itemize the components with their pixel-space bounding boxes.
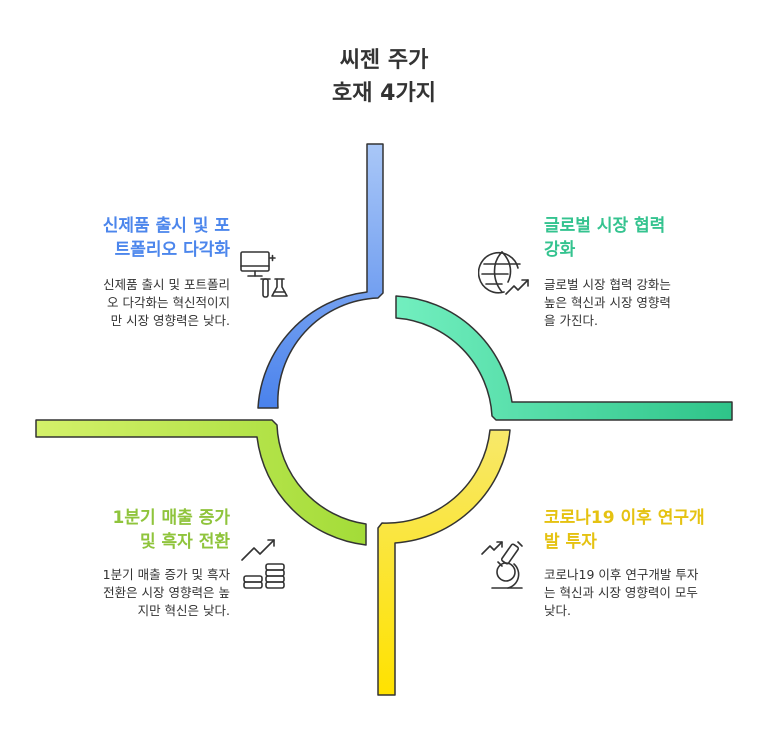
desc-global-partnership-line-3: 을 가진다. xyxy=(544,313,598,328)
coins-growth-icon xyxy=(241,539,285,589)
heading-new-products-line-2: 트폴리오 다각화 xyxy=(114,240,230,260)
desc-q1-revenue-line-3: 지만 혁신은 낮다. xyxy=(137,603,230,618)
desc-rnd-investment-line-3: 낮다. xyxy=(544,603,571,618)
desc-new-products-line-1: 신제품 출시 및 포트폴리 xyxy=(103,277,230,292)
heading-global-partnership-line-1: 글로벌 시장 협력 xyxy=(544,216,666,236)
heading-new-products: 신제품 출시 및 포 트폴리오 다각화 xyxy=(40,214,230,262)
title-line-2: 호재 4가지 xyxy=(332,81,436,106)
desc-global-partnership: 글로벌 시장 협력 강화는 높은 혁신과 시장 영향력 을 가진다. xyxy=(544,276,744,330)
heading-rnd-investment-line-2: 발 투자 xyxy=(544,532,597,552)
desc-q1-revenue-line-2: 전환은 시장 영향력은 높 xyxy=(103,585,230,600)
segment-yellow xyxy=(377,429,511,696)
heading-new-products-line-1: 신제품 출시 및 포 xyxy=(102,216,230,236)
desc-rnd-investment-line-1: 코로나19 이후 연구개발 투자 xyxy=(544,567,699,582)
heading-rnd-investment-line-1: 코로나19 이후 연구개 xyxy=(544,508,705,528)
heading-rnd-investment: 코로나19 이후 연구개 발 투자 xyxy=(544,506,754,554)
segment-lime xyxy=(35,419,367,546)
heading-q1-revenue: 1분기 매출 증가 및 흑자 전환 xyxy=(30,506,230,554)
desc-q1-revenue: 1분기 매출 증가 및 흑자 전환은 시장 영향력은 높 지만 혁신은 낮다. xyxy=(30,566,230,620)
desc-new-products: 신제품 출시 및 포트폴리 오 다각화는 혁신적이지 만 시장 영향력은 낮다. xyxy=(40,276,230,330)
desc-global-partnership-line-1: 글로벌 시장 협력 강화는 xyxy=(544,277,671,292)
title-line-1: 씨젠 주가 xyxy=(339,48,429,73)
diagram-title: 씨젠 주가 호재 4가지 xyxy=(0,44,768,110)
segment-green xyxy=(395,295,733,421)
microscope-growth-icon xyxy=(481,541,523,589)
heading-q1-revenue-line-2: 및 흑자 전환 xyxy=(139,532,230,552)
desc-rnd-investment-line-2: 는 혁신과 시장 영향력이 모두 xyxy=(544,585,698,600)
desc-new-products-line-3: 만 시장 영향력은 낮다. xyxy=(110,313,230,328)
segment-blue xyxy=(257,143,384,409)
heading-global-partnership-line-2: 강화 xyxy=(544,240,576,260)
computer-lab-icon xyxy=(240,251,288,298)
desc-new-products-line-2: 오 다각화는 혁신적이지 xyxy=(107,295,230,310)
globe-growth-icon xyxy=(478,251,529,295)
desc-rnd-investment: 코로나19 이후 연구개발 투자 는 혁신과 시장 영향력이 모두 낮다. xyxy=(544,566,754,620)
desc-q1-revenue-line-1: 1분기 매출 증가 및 흑자 xyxy=(102,567,230,582)
desc-global-partnership-line-2: 높은 혁신과 시장 영향력 xyxy=(544,295,671,310)
heading-global-partnership: 글로벌 시장 협력 강화 xyxy=(544,214,744,262)
heading-q1-revenue-line-1: 1분기 매출 증가 xyxy=(112,508,230,528)
